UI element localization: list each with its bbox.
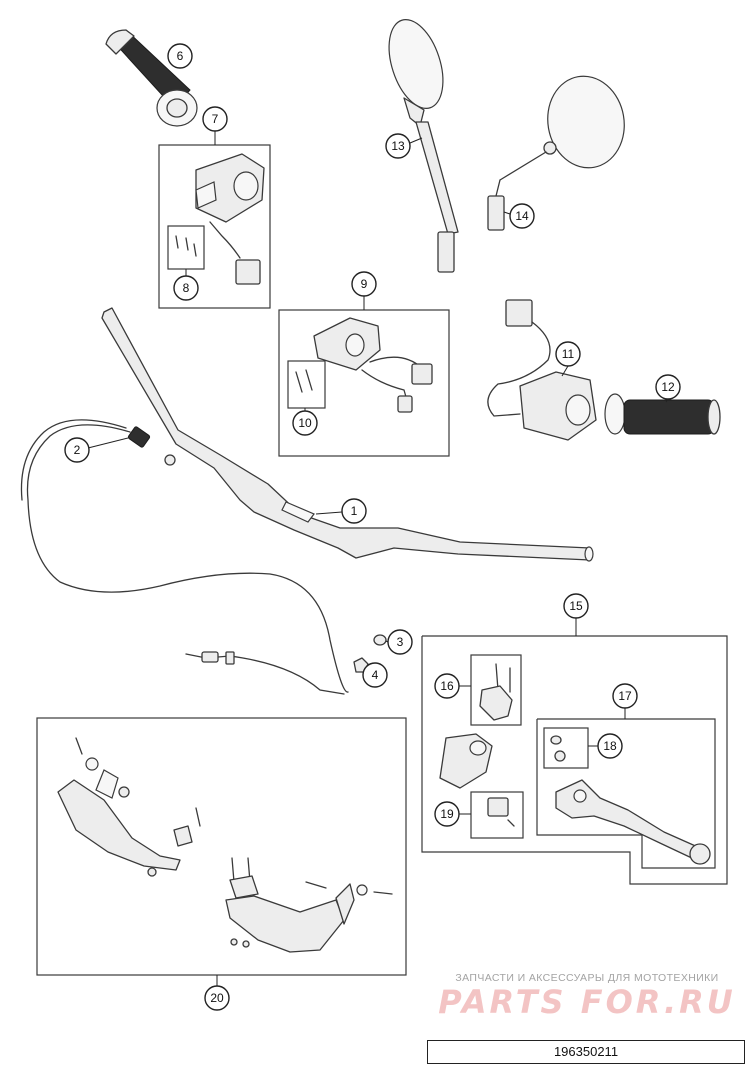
callout-14: 14: [503, 203, 535, 229]
callout-4: 4: [362, 662, 388, 688]
frame-8: [167, 225, 205, 270]
callout-11: 11: [555, 341, 581, 377]
callout-label-18: 18: [603, 739, 617, 753]
callout-label-15: 15: [569, 599, 583, 613]
drawing-number: 196350211: [553, 1044, 619, 1059]
callout-label-2: 2: [74, 443, 81, 457]
hand-guard-right: [225, 857, 393, 953]
callout-2: 2: [64, 437, 129, 463]
callout-20: 20: [204, 985, 230, 1011]
callout-19: 19: [434, 801, 471, 827]
frame-16: [470, 654, 522, 726]
callout-9: 9: [351, 271, 377, 297]
switch-19: [487, 797, 515, 827]
callout-label-1: 1: [351, 504, 358, 518]
frame-9: [278, 296, 450, 457]
callout-label-9: 9: [361, 277, 368, 291]
frame-19: [470, 791, 524, 839]
frame-10: [287, 360, 326, 409]
left-switch: [195, 153, 265, 285]
screws-8: [175, 235, 197, 257]
frame-17: [536, 708, 716, 869]
throttle-cable: [20, 419, 349, 693]
watermark-logo: PARTS FOR.RU: [438, 983, 736, 1021]
watermark-tagline: ЗАПЧАСТИ И АКСЕССУАРЫ ДЛЯ МОТОТЕХНИКИ: [455, 972, 719, 984]
callout-label-4: 4: [372, 668, 379, 682]
callout-label-14: 14: [515, 209, 529, 223]
callout-18: 18: [588, 733, 623, 759]
callout-13: 13: [385, 133, 423, 159]
handlebar: [101, 307, 594, 562]
adjuster-3: [373, 634, 387, 646]
callout-label-3: 3: [397, 635, 404, 649]
right-mirror: [487, 75, 625, 231]
clutch-bracket: [439, 733, 493, 789]
clutch-lever: [555, 779, 711, 865]
callout-8: 8: [173, 269, 199, 301]
callout-12: 12: [655, 374, 681, 403]
callout-label-11: 11: [562, 347, 575, 361]
callout-3: 3: [385, 629, 413, 655]
callout-label-19: 19: [440, 807, 454, 821]
callout-label-20: 20: [210, 991, 224, 1005]
callout-label-7: 7: [212, 112, 219, 126]
callout-10: 10: [292, 408, 318, 436]
callout-label-10: 10: [298, 416, 312, 430]
clutch-cable: [185, 651, 345, 695]
callout-17: 17: [612, 683, 638, 709]
mount-clamp: [147, 807, 201, 877]
callout-1: 1: [315, 498, 367, 524]
right-switch: [313, 317, 433, 413]
callout-label-13: 13: [391, 139, 405, 153]
left-mirror: [388, 19, 459, 273]
hand-guard-left: [57, 737, 181, 871]
pin-18: [550, 735, 566, 762]
frame-18: [543, 727, 589, 769]
left-grip: [105, 29, 198, 127]
frame-20: [36, 717, 407, 986]
callout-label-8: 8: [183, 281, 190, 295]
callout-6: 6: [167, 43, 193, 69]
throttle-switch: [487, 299, 597, 441]
frame-7: [158, 131, 271, 309]
watermark: ЗАПЧАСТИ И АКСЕССУАРЫ ДЛЯ МОТОТЕХНИКИ PA…: [428, 972, 746, 1020]
screws-10: [295, 369, 313, 393]
callout-label-6: 6: [177, 49, 184, 63]
callout-label-16: 16: [440, 679, 454, 693]
callout-15: 15: [563, 593, 589, 619]
right-grip: [604, 393, 721, 435]
bracket-16: [479, 663, 513, 721]
frame-15: [421, 618, 728, 885]
callout-16: 16: [434, 673, 471, 699]
callout-label-17: 17: [618, 689, 632, 703]
callout-label-12: 12: [661, 380, 675, 394]
callout-7: 7: [202, 106, 228, 132]
drawing-number-box: 196350211: [427, 1040, 745, 1064]
